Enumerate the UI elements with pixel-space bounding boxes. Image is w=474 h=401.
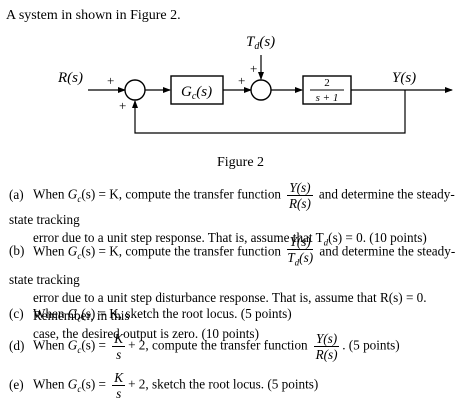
controller-label: Gc(s) [181,84,212,102]
controller-block [170,75,224,105]
plant-numerator: 2 [324,77,330,89]
question-b: (b)When Gc(s) = K, compute the transfer … [9,234,456,341]
output-label: Y(s) [392,70,416,86]
block-diagram: R(s) Y(s) Td(s) Gc(s) 2 s + 1 + + + + [57,34,453,134]
question-b-label: (b) [9,243,25,259]
sum1-sign-bottom: + [119,98,126,113]
input-label: R(s) [57,70,83,86]
question-d-label: (d) [9,337,25,353]
sum2-sign-left: + [238,73,245,88]
plant-denominator: s + 1 [316,92,339,104]
question-c: (c)When Gc(s) = K, sketch the root locus… [9,306,292,324]
closed-loop-fraction: Y(s)R(s) [313,331,340,362]
sum2-sign-top: + [250,61,257,76]
sum1-sign-top: + [107,73,114,88]
disturbance-transfer-fraction: Y(s)Td(s) [287,234,314,268]
feedback-path [132,90,406,134]
disturbance-label: Td(s) [246,34,275,52]
question-a: (a)When Gc(s) = K, compute the transfer … [9,180,455,248]
intro-text: A system in shown in Figure 2. [6,8,181,23]
question-e-label: (e) [9,376,24,392]
summing-junction-2 [250,79,272,101]
question-c-label: (c) [9,306,24,321]
summing-junction-1 [124,79,146,101]
question-a-label: (a) [9,186,24,202]
transfer-function-fraction: Y(s)R(s) [287,180,313,211]
figure-caption: Figure 2 [217,155,265,170]
